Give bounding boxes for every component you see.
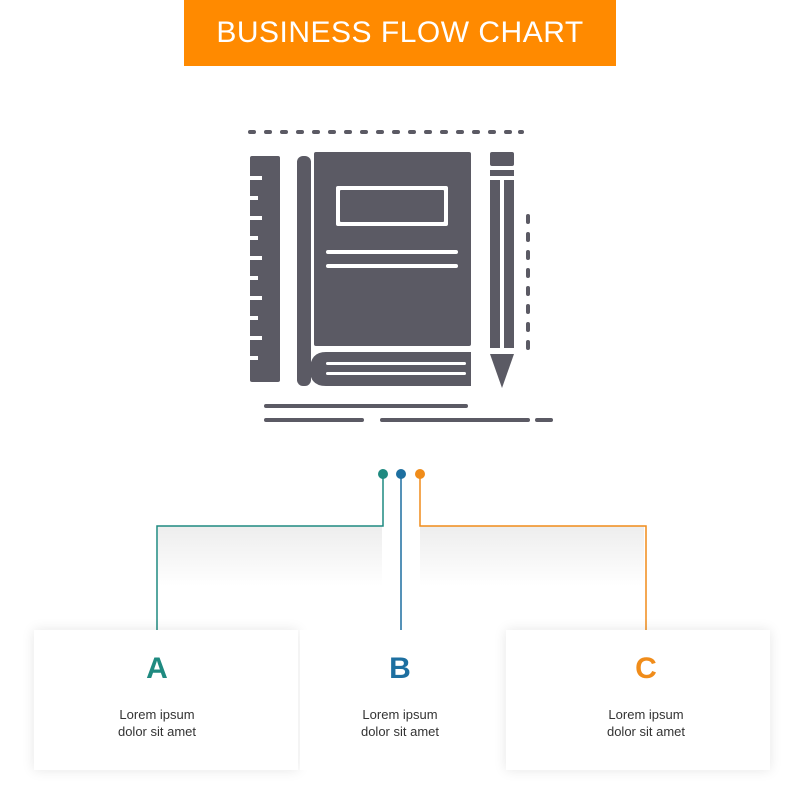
fade-left: [158, 526, 382, 586]
step-letter-c: C: [635, 652, 657, 685]
fade-right: [420, 526, 644, 586]
dot-a: [378, 469, 388, 479]
connector-a: [156, 474, 384, 638]
ruler-icon: [250, 156, 280, 382]
dashed-line-right: [526, 214, 530, 350]
dot-b: [396, 469, 406, 479]
step-text-c-line2: dolor sit amet: [606, 724, 686, 739]
step-panel-c: C Lorem ipsum dolor sit amet: [506, 630, 770, 770]
notebook-ruler-pencil-icon: [248, 130, 553, 422]
step-text-a-line1: Lorem ipsum: [119, 707, 195, 722]
step-letter-a: A: [146, 652, 168, 685]
ruler-ticks: [250, 176, 262, 360]
step-letter-b: B: [389, 652, 411, 685]
step-panel-b: B Lorem ipsum dolor sit amet: [300, 630, 504, 770]
step-text-c-line1: Lorem ipsum: [608, 707, 684, 722]
title-banner: BUSINESS FLOW CHART: [184, 0, 616, 66]
dashed-line-top: [248, 130, 524, 134]
base-lines: [264, 404, 553, 422]
step-text-a-line2: dolor sit amet: [117, 724, 197, 739]
page-title: BUSINESS FLOW CHART: [216, 16, 584, 49]
step-text-b-line1: Lorem ipsum: [362, 707, 438, 722]
step-text-b-line2: dolor sit amet: [360, 724, 440, 739]
step-panel-a: A Lorem ipsum dolor sit amet: [34, 630, 298, 770]
connector-c: [419, 474, 647, 638]
dot-c: [415, 469, 425, 479]
